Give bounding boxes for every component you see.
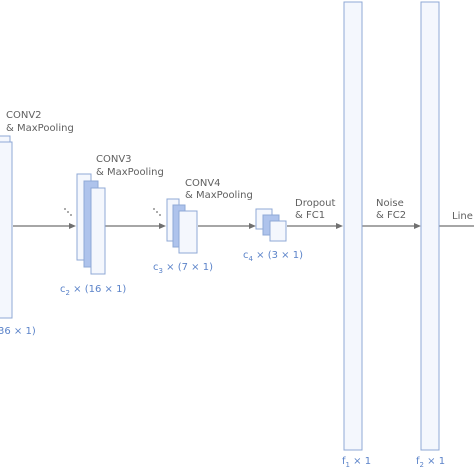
conv3-ellipsis-dot [70, 214, 72, 216]
arrowhead-f1 [336, 223, 343, 229]
conv3-feature-map-3 [90, 187, 106, 275]
conv4-feature-map-3 [178, 210, 198, 254]
fc2-layer [420, 1, 440, 451]
conv2-feature-map-front [0, 141, 13, 319]
conv2-dimension: 36 × 1) [0, 326, 36, 337]
conv3-subtitle: & MaxPooling [96, 167, 164, 178]
fc1-layer [343, 1, 363, 451]
conv4-ellipsis-dot [153, 208, 155, 210]
conv2-title: CONV2 [6, 110, 42, 121]
arrowhead-block4 [249, 223, 256, 229]
dropout-label: Dropout [295, 198, 336, 209]
fc2-label: & FC2 [376, 210, 406, 221]
conv4-ellipsis-dot [159, 214, 161, 216]
conv3-title: CONV3 [96, 154, 132, 165]
conv4-title: CONV4 [185, 178, 221, 189]
block4-feature-map-3 [269, 220, 287, 242]
fc1-label: & FC1 [295, 210, 325, 221]
arrowhead-conv3 [69, 223, 76, 229]
conv3-dimension: c2 × (16 × 1) [60, 284, 126, 297]
conv3-ellipsis-dot [67, 211, 69, 213]
arrowhead-f2 [414, 223, 421, 229]
conv2-subtitle: & MaxPooling [6, 123, 74, 134]
conv3-ellipsis-dot [64, 208, 66, 210]
conv4-subtitle: & MaxPooling [185, 190, 253, 201]
arrowhead-conv4 [159, 223, 166, 229]
fc1-dimension: f1 × 1 [342, 456, 371, 469]
conv4-dimension: c3 × (7 × 1) [153, 262, 213, 275]
block4-dimension: c4 × (3 × 1) [243, 250, 303, 263]
linear-label: Line [452, 211, 473, 222]
fc2-dimension: f2 × 1 [416, 456, 445, 469]
conv4-ellipsis-dot [156, 211, 158, 213]
noise-label: Noise [376, 198, 404, 209]
